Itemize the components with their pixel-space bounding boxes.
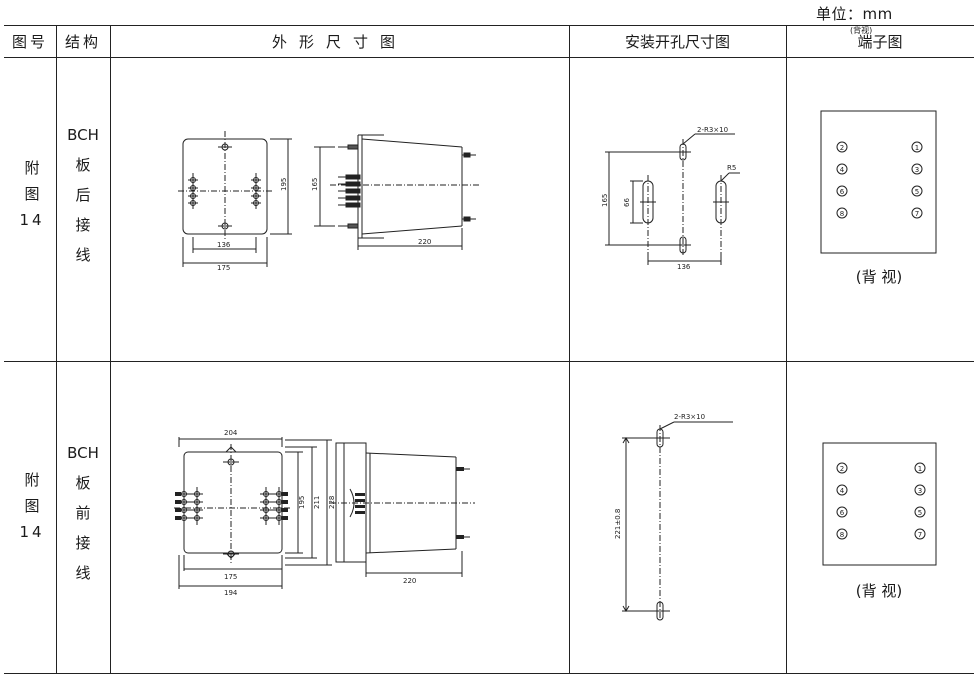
- row2-terminal-2: 2: [840, 465, 844, 473]
- row2-terminal-5: 5: [918, 509, 922, 517]
- row2-terminal-1: 1: [918, 465, 922, 473]
- row1-cut-h2: 66: [623, 198, 631, 207]
- col-divider-1: [56, 25, 57, 673]
- row1-dim-depth: 220: [418, 238, 431, 246]
- row2-terminal-7: 7: [918, 531, 922, 539]
- row2-terminal-8: 8: [840, 531, 844, 539]
- col-divider-3: [569, 25, 570, 673]
- row1-cut-holes: 2-R3×10: [697, 126, 728, 134]
- row2-dim-w1: 175: [224, 573, 237, 581]
- header-structure: 结构: [64, 33, 101, 51]
- row2-terminal-3: 3: [918, 487, 922, 495]
- row2-dim-h2: 211: [313, 496, 321, 509]
- row1-terminal-3: 3: [915, 166, 919, 174]
- row1-terminal-7: 7: [915, 210, 919, 218]
- row2-terminal-6: 6: [840, 509, 845, 517]
- col-divider-2: [110, 25, 111, 673]
- header-terminal: 端子图: [857, 33, 903, 51]
- header-terminal-note: (背视): [850, 26, 873, 35]
- header-bottom-rule: [4, 57, 974, 58]
- header-fig-no: 图号: [11, 33, 48, 51]
- row1-terminal-6: 6: [840, 188, 845, 196]
- table-bottom-rule: [4, 673, 974, 674]
- row1-dim-w1: 136: [217, 241, 231, 249]
- col-divider-4: [786, 25, 787, 673]
- row1-cutout-drawing: 2-R3×10 R5 165 66 136: [601, 126, 740, 271]
- row2-dim-depth: 220: [403, 577, 416, 585]
- row2-cut-holes: 2-R3×10: [674, 413, 705, 421]
- header-outline: 外形尺寸图: [271, 33, 407, 51]
- row2-terminal-drawing: 2 1 4 3 6 5 8 7: [822, 442, 937, 566]
- row1-cut-w: 136: [677, 263, 691, 271]
- row2-dim-w2: 194: [224, 589, 238, 597]
- table-top-rule: [4, 25, 974, 26]
- row1-cut-h1: 165: [601, 194, 609, 207]
- row1-terminal-8: 8: [840, 210, 844, 218]
- row1-dim-h: 195: [280, 178, 288, 191]
- row1-terminal-4: 4: [840, 166, 845, 174]
- unit-label: 单位：mm: [816, 5, 893, 23]
- row2-dim-h1: 195: [298, 496, 306, 509]
- row1-dim-w2: 175: [217, 264, 230, 272]
- row1-terminal-drawing: 2 1 4 3 6 5 8 7: [820, 110, 937, 254]
- row2-terminal-4: 4: [840, 487, 845, 495]
- row2-outline-drawing: 204 175 194 195 211 228 220: [174, 429, 475, 597]
- row2-terminal-caption: (背 视): [855, 582, 903, 600]
- row1-outline-drawing: 136 175 195 165 220: [178, 131, 480, 272]
- row2-dim-h3: 228: [328, 496, 336, 509]
- row-divider: [4, 361, 974, 362]
- row1-terminal-caption: (背 视): [855, 268, 903, 286]
- header-cutout: 安装开孔尺寸图: [624, 33, 730, 51]
- row2-dim-top: 204: [224, 429, 238, 437]
- row1-terminal-1: 1: [915, 144, 919, 152]
- row1-terminal-5: 5: [915, 188, 919, 196]
- row1-cut-radius: R5: [727, 164, 736, 172]
- row2-cut-h: 221±0.8: [614, 509, 622, 539]
- row1-dim-side-h: 165: [311, 178, 319, 191]
- row1-terminal-2: 2: [840, 144, 844, 152]
- row2-cutout-drawing: 2-R3×10 221±0.8: [614, 413, 733, 621]
